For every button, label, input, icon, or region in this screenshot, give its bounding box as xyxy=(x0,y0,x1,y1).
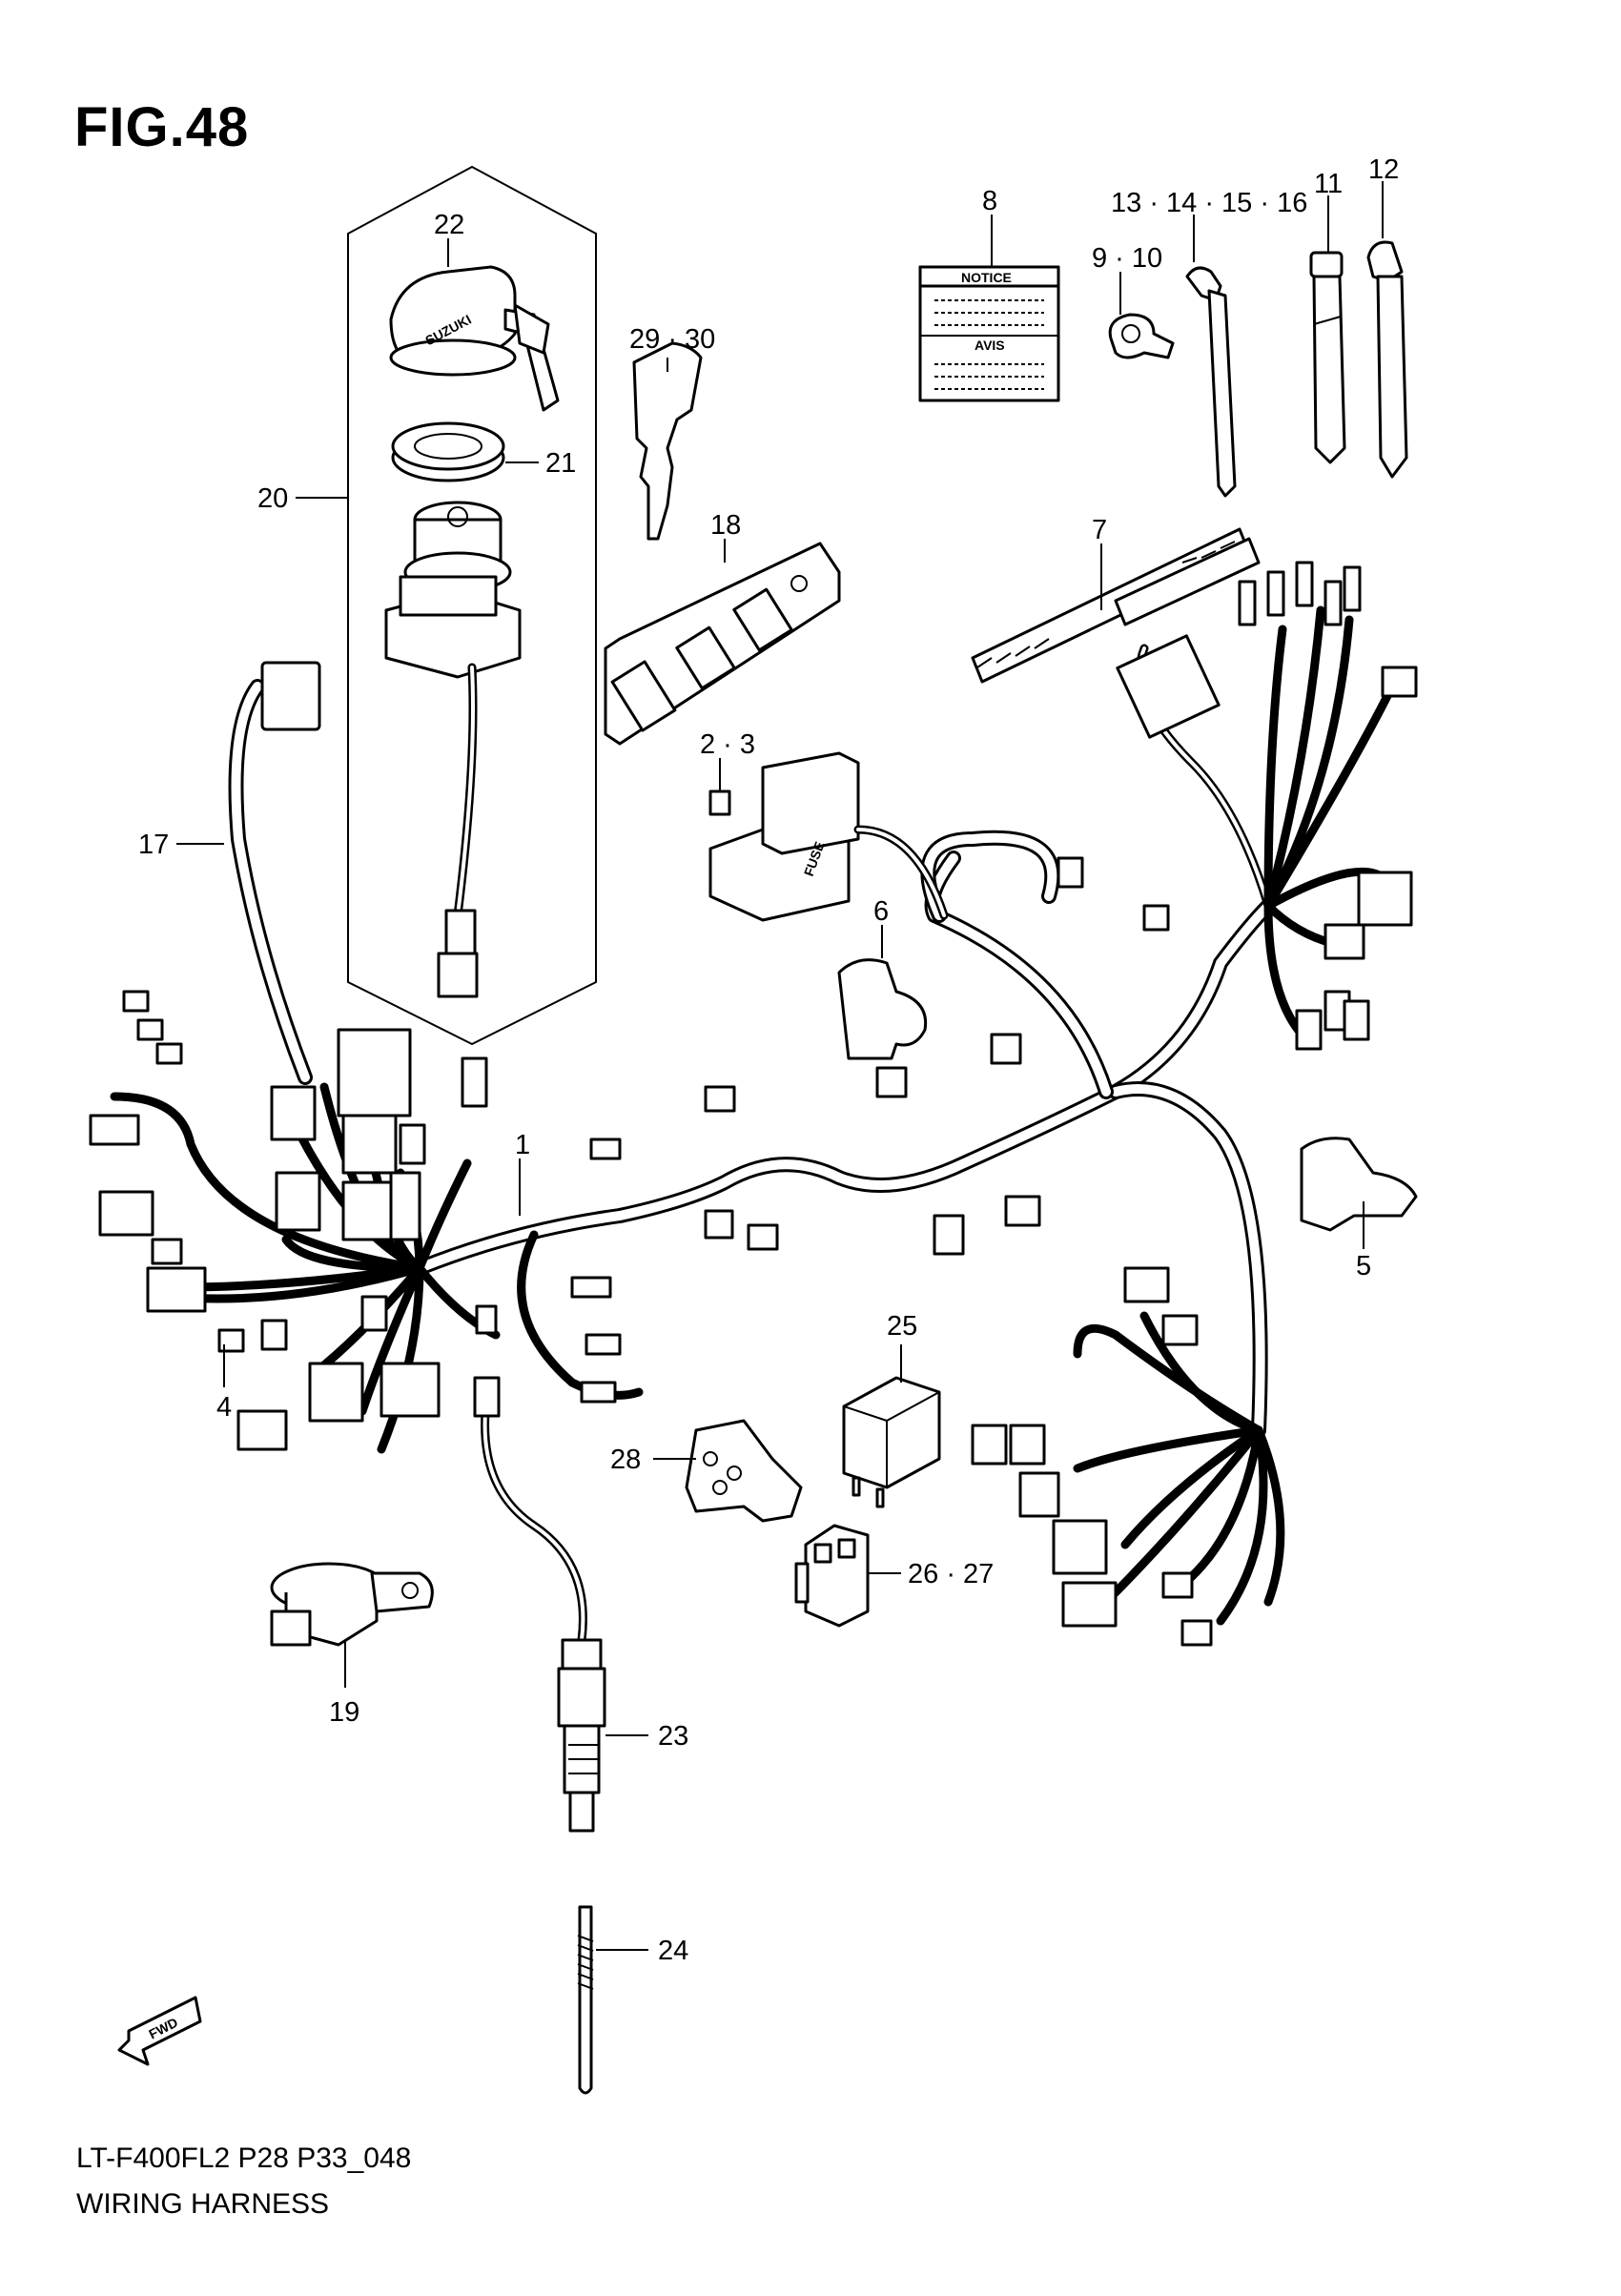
callout-20: 20 xyxy=(257,483,288,514)
callout-4: 4 xyxy=(216,1392,232,1423)
callout-29: 29 · 30 xyxy=(629,324,715,355)
callout-13: 13 · 14 · 15 · 16 xyxy=(1111,188,1307,218)
callout-12: 12 xyxy=(1368,154,1399,185)
figure-title: FIG.48 xyxy=(74,96,250,158)
ignition-switch-group: SUZUKI xyxy=(347,165,597,1046)
callout-11: 11 xyxy=(1314,169,1343,199)
callout-18: 18 xyxy=(710,510,741,541)
fwd-arrow: FWD xyxy=(117,1996,202,2066)
callout-2: 2 · 3 xyxy=(700,729,755,760)
notice-heading: NOTICE xyxy=(961,270,1012,285)
probe-sensor xyxy=(473,1376,606,1833)
callout-26: 26 · 27 xyxy=(908,1559,994,1589)
callout-7: 7 xyxy=(1092,515,1107,545)
cable-tie-13-16 xyxy=(1185,266,1237,498)
rubber-boot-6 xyxy=(837,958,928,1060)
fuse-box: FUSE xyxy=(708,751,860,922)
callout-17: 17 xyxy=(138,830,169,860)
callout-28: 28 xyxy=(610,1445,641,1475)
relay-connector xyxy=(794,1524,870,1628)
callout-9: 9 · 10 xyxy=(1092,243,1162,274)
bracket xyxy=(604,542,841,746)
callout-8: 8 xyxy=(982,186,997,216)
diagram-caption: WIRING HARNESS xyxy=(76,2188,330,2220)
main-harness xyxy=(110,605,1397,1626)
callout-23: 23 xyxy=(658,1721,688,1752)
callout-21: 21 xyxy=(545,448,576,479)
callout-5: 5 xyxy=(1356,1251,1371,1281)
lock-nut xyxy=(391,421,505,482)
leader-lines xyxy=(176,181,1384,1951)
protector-tube xyxy=(971,527,1261,684)
callout-22: 22 xyxy=(434,210,464,240)
harness-connectors xyxy=(89,561,1418,1647)
callout-24: 24 xyxy=(658,1936,688,1966)
footer: LT-F400FL2 P28 P33_048 WIRING HARNESS xyxy=(76,2136,411,2227)
rubber-boot-5 xyxy=(1300,1137,1418,1232)
ignition-key: SUZUKI xyxy=(389,265,560,412)
notice-label: NOTICE AVIS xyxy=(918,265,1060,402)
callout-19: 19 xyxy=(329,1697,359,1728)
model-code: LT-F400FL2 P28 P33_048 xyxy=(76,2142,412,2174)
cable-tie-12 xyxy=(1366,240,1408,479)
key-blank xyxy=(632,341,703,541)
callout-6: 6 xyxy=(873,896,889,927)
ignition-switch-body xyxy=(384,501,522,998)
group-frame xyxy=(347,165,597,1046)
sensor xyxy=(270,1562,434,1647)
callouts: 1 2 · 3 4 5 6 7 8 9 · 10 11 12 13 · 14 ·… xyxy=(138,154,1399,1966)
wire-clamp xyxy=(1108,313,1175,359)
relay xyxy=(842,1376,941,1508)
callout-1: 1 xyxy=(515,1130,530,1160)
cable-tie-11 xyxy=(1309,251,1346,464)
callout-25: 25 xyxy=(887,1311,917,1342)
relay-bracket xyxy=(685,1419,803,1523)
spring-pin xyxy=(577,1905,594,2095)
avis-heading: AVIS xyxy=(975,338,1005,353)
